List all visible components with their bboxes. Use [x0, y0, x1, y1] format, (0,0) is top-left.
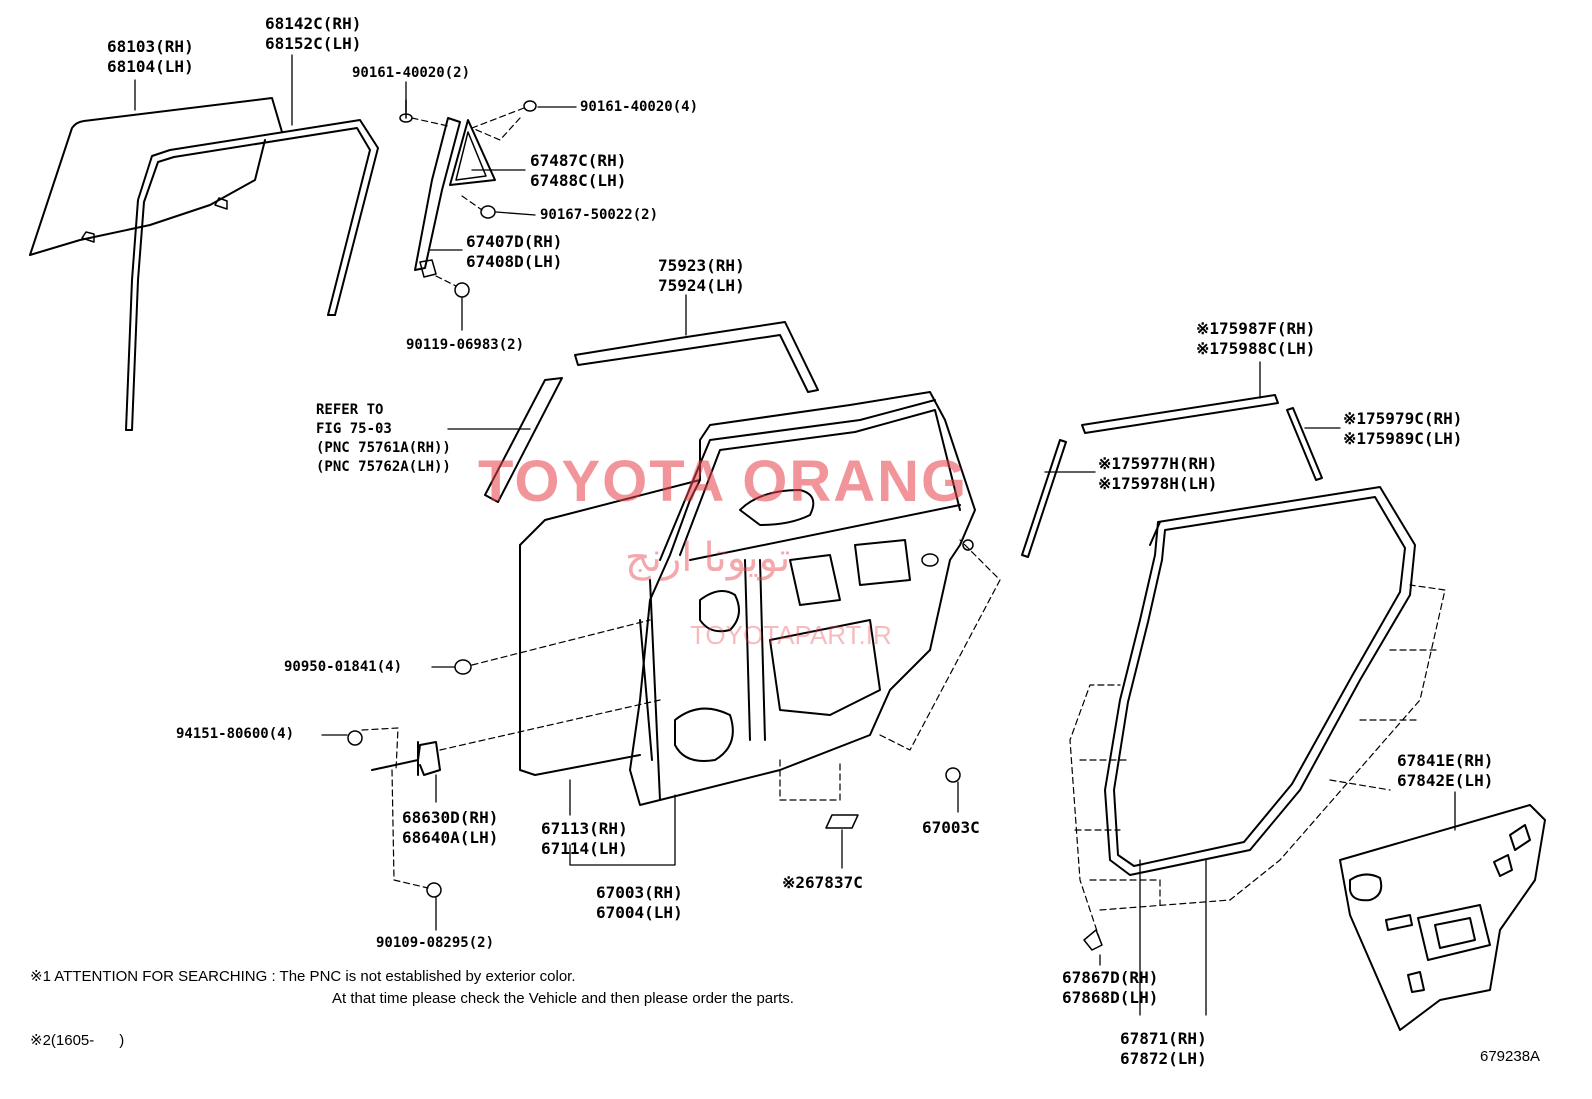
note-date-range: ※2(1605- ) [30, 1032, 125, 1049]
label-belt-moulding-lh: 75924(LH) [658, 276, 745, 295]
label-frame-front-rh: ※175977H(RH) [1098, 454, 1218, 473]
label-service-cover-rh: 67841E(RH) [1397, 751, 1494, 770]
label-frame-rear-lh: ※175989C(LH) [1343, 429, 1463, 448]
label-door-panel-rh: 67003(RH) [596, 883, 683, 902]
label-outer-panel-rh: 67113(RH) [541, 819, 628, 838]
label-glass-lh: 68104(LH) [107, 57, 194, 76]
label-division-bar-lh: 67408D(LH) [466, 252, 563, 271]
label-refer-to-2: FIG 75-03 [316, 421, 392, 437]
label-door-panel-lh: 67004(LH) [596, 903, 683, 922]
weatherstrip-clip-drawing [1083, 929, 1103, 951]
label-refer-to-1: REFER TO [316, 402, 384, 418]
label-quarter-glass-rh: 67487C(RH) [530, 151, 627, 170]
label-ws-clip-lh: 67868D(LH) [1062, 988, 1159, 1007]
weatherstrip-drawing [1104, 486, 1416, 876]
label-bolt-division: 90119-06983(2) [406, 337, 525, 353]
watermark-url: TOYOTAPART.IR [690, 620, 892, 650]
front-moulding-drawing [484, 377, 563, 503]
label-service-cover-lh: 67842E(LH) [1397, 771, 1494, 790]
label-ws-clip-rh: 67867D(RH) [1062, 968, 1159, 987]
label-frame-upper-lh: ※175988C(LH) [1196, 339, 1316, 358]
label-quarter-glass-lh: 67488C(LH) [530, 171, 627, 190]
note-attention-line1: ※1 ATTENTION FOR SEARCHING : The PNC is … [30, 968, 576, 985]
label-frame-front-lh: ※175978H(LH) [1098, 474, 1218, 493]
label-run-channel-rh: 68142C(RH) [265, 14, 362, 33]
belt-moulding-drawing [574, 321, 819, 393]
door-glass-drawing [29, 97, 283, 256]
label-weatherstrip-lh: 67872(LH) [1120, 1049, 1207, 1068]
label-bolt-check: 90109-08295(2) [376, 935, 495, 951]
door-panel-drawing [519, 391, 976, 806]
watermark-arabic: تويوتا ارنج [625, 536, 791, 580]
label-door-check-rh: 68630D(RH) [402, 808, 499, 827]
label-belt-moulding-rh: 75923(RH) [658, 256, 745, 275]
label-screw-top-left: 90161-40020(2) [352, 65, 471, 81]
label-run-channel-lh: 68152C(LH) [265, 34, 362, 53]
label-division-bar-rh: 67407D(RH) [466, 232, 563, 251]
label-refer-to-4: (PNC 75762A(LH)) [316, 459, 451, 475]
note-attention-line2: At that time please check the Vehicle an… [332, 990, 794, 1007]
run-channel-drawing [125, 119, 379, 431]
label-frame-upper-rh: ※175987F(RH) [1196, 319, 1316, 338]
label-cushion: 90950-01841(4) [284, 659, 403, 675]
label-frame-rear-rh: ※175979C(RH) [1343, 409, 1463, 428]
clip-drawing [825, 814, 859, 829]
label-screw-top-right: 90161-40020(4) [580, 99, 699, 115]
label-door-check-lh: 68640A(LH) [402, 828, 499, 847]
label-refer-to-3: (PNC 75761A(RH)) [316, 440, 451, 456]
label-screw-quarter: 90167-50022(2) [540, 207, 659, 223]
door-check-drawing [371, 741, 441, 776]
figure-id: 679238A [1480, 1048, 1541, 1065]
label-outer-panel-lh: 67114(LH) [541, 839, 628, 858]
watermark-main: TOYOTA ORANG [478, 449, 969, 514]
label-nut-check: 94151-80600(4) [176, 726, 295, 742]
label-glass-rh: 68103(RH) [107, 37, 194, 56]
frame-moulding-drawing [1021, 394, 1323, 558]
division-bar-drawing [414, 117, 496, 278]
label-weatherstrip-rh: 67871(RH) [1120, 1029, 1207, 1048]
label-plug: 67003C [922, 818, 980, 837]
service-hole-cover-drawing [1339, 804, 1546, 1031]
label-clip-bottom: ※267837C [782, 873, 863, 892]
